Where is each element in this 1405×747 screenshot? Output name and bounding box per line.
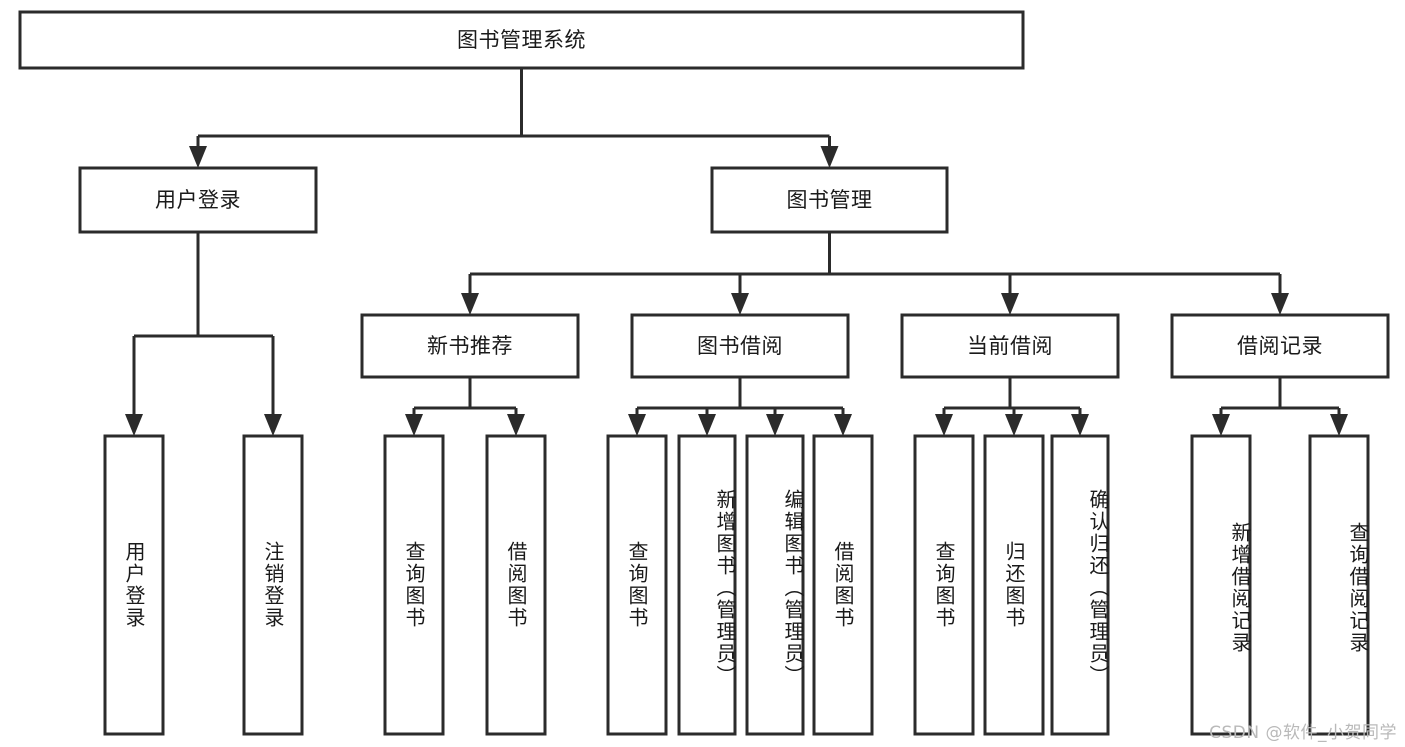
arrow-head-leaf_query_book_2 [628,414,646,436]
node-box-root [18,10,1025,70]
arrow-head-leaf_add_record [1212,414,1230,436]
arrow-head-leaf_borrow_book_1 [507,414,525,436]
arrow-head-leaf_logout [264,414,282,436]
arrow-head-leaf_borrow_book_2 [834,414,852,436]
node-box-leaf-return-book [983,434,1045,736]
arrow-head-leaf_return_book [1005,414,1023,436]
arrow-head-leaf_confirm_return [1071,414,1089,436]
node-box-leaf-confirm-return [1050,434,1110,736]
arrow-head-leaf_edit_book [766,414,784,436]
node-box-l2-book-mgmt [710,166,949,234]
node-box-l3-book-borrow [630,313,850,379]
arrow-head-l3_current_borrow [1001,293,1019,315]
arrow-head-leaf_query_record [1330,414,1348,436]
arrow-head-l2_user_login [189,146,207,168]
node-box-leaf-borrow-book-1 [485,434,547,736]
arrow-head-leaf_query_book_1 [405,414,423,436]
node-box-leaf-query-book-3 [913,434,975,736]
node-box-leaf-user-login [103,434,165,736]
arrow-head-l3_book_borrow [731,293,749,315]
node-box-leaf-edit-book [745,434,805,736]
arrow-head-l2_book_mgmt [820,146,839,168]
arrow-head-l3_new_book_rec [461,293,479,315]
node-box-l3-new-book-rec [360,313,580,379]
node-box-leaf-logout [242,434,304,736]
arrow-head-leaf_query_book_3 [935,414,953,436]
node-box-leaf-query-book-1 [383,434,445,736]
node-box-l3-current-borrow [900,313,1120,379]
node-box-leaf-add-record [1190,434,1252,736]
csdn-watermark: CSDN @软件_小贺同学 [1209,723,1397,743]
node-box-leaf-add-book [677,434,737,736]
node-box-leaf-query-book-2 [606,434,668,736]
node-box-leaf-query-record [1308,434,1370,736]
node-box-l3-borrow-record [1170,313,1390,379]
arrow-head-leaf_add_book [698,414,716,436]
arrow-head-leaf_user_login [125,414,143,436]
node-box-leaf-borrow-book-2 [812,434,874,736]
arrow-head-l3_borrow_record [1271,293,1289,315]
node-box-l2-user-login [78,166,318,234]
